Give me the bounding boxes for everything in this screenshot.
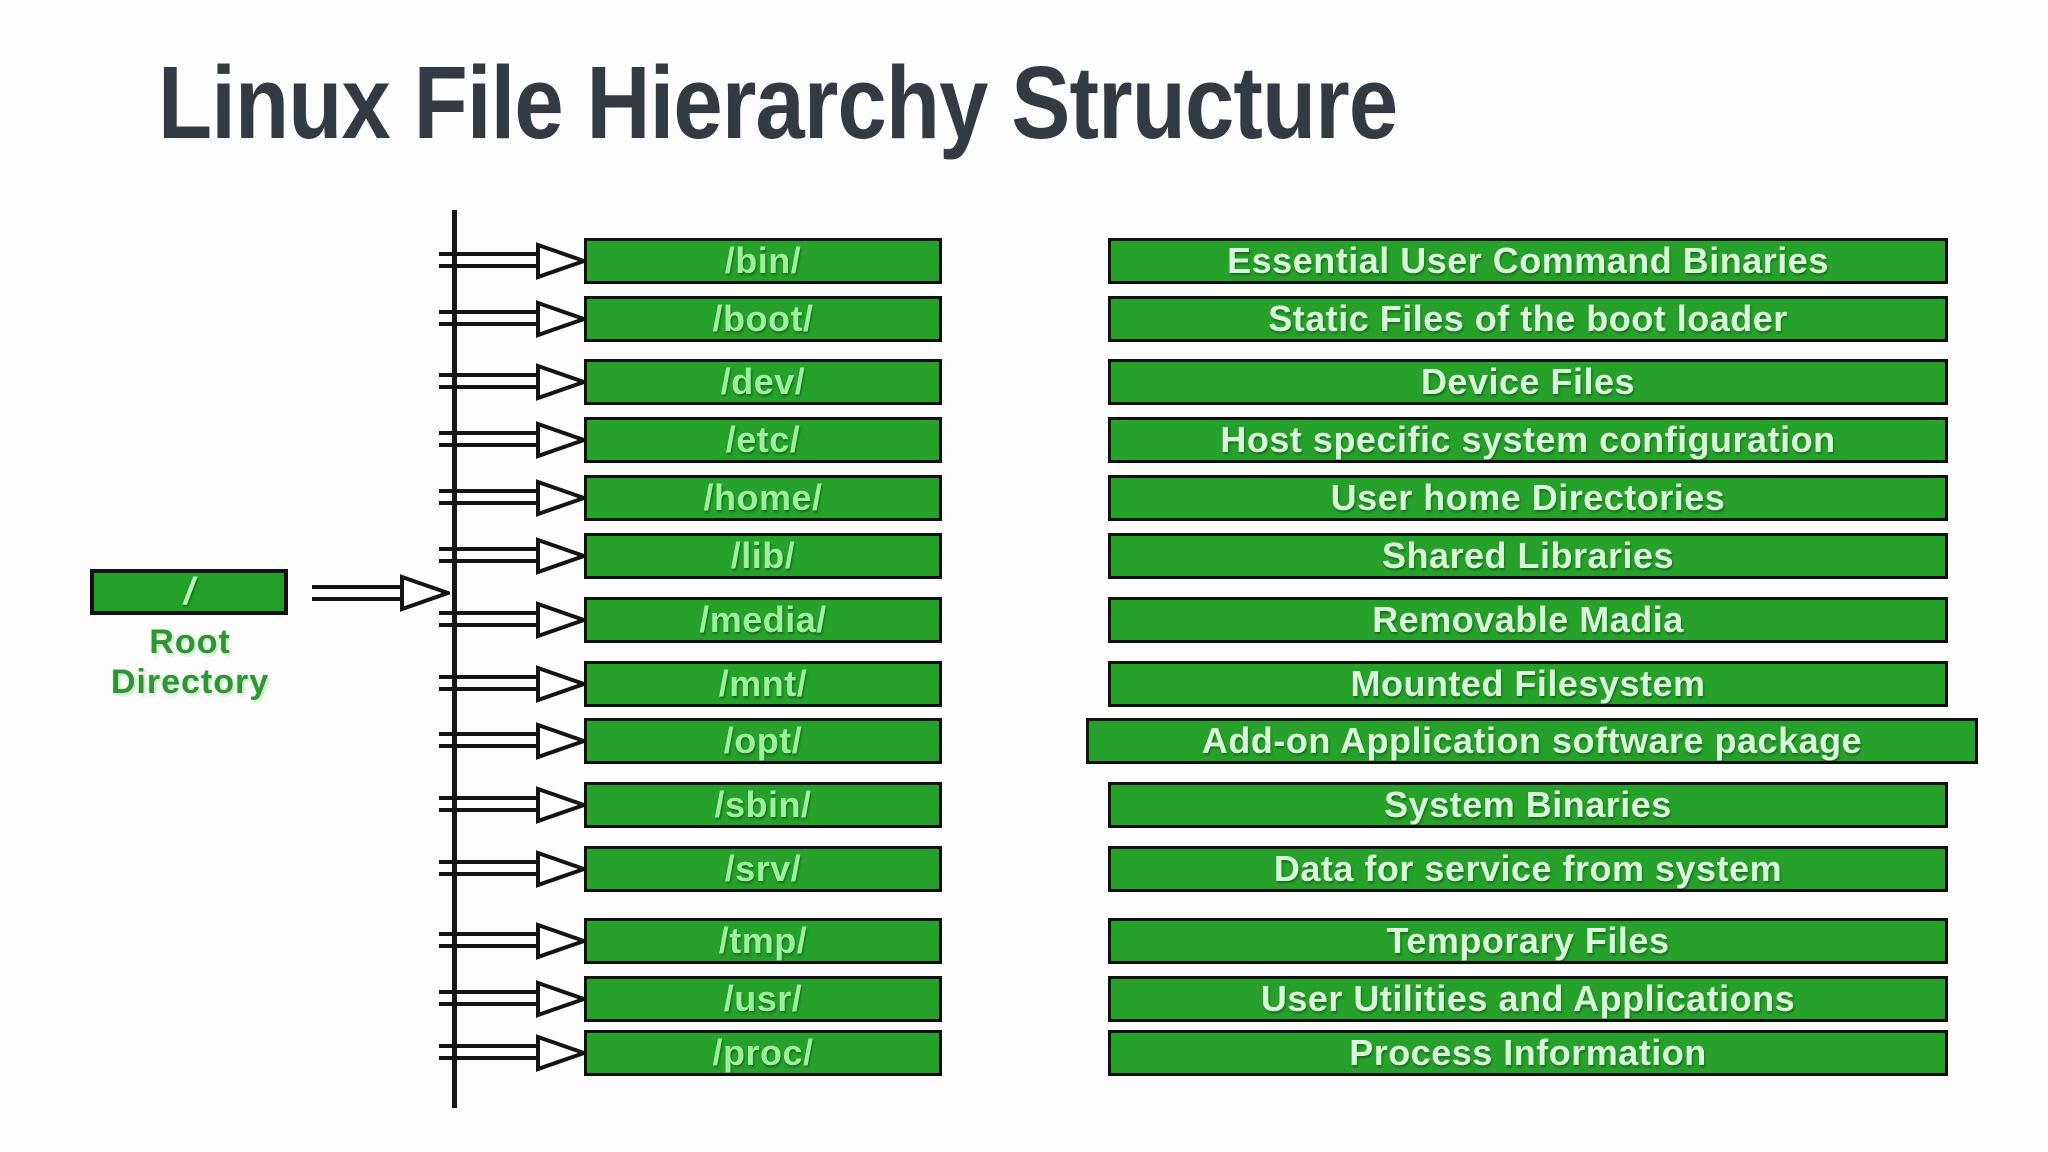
directory-box: /etc/	[584, 417, 942, 463]
description-box: Add-on Application software package	[1086, 718, 1978, 764]
branch-arrow-icon	[439, 421, 586, 459]
branch-arrow-icon	[439, 722, 586, 760]
description-box: System Binaries	[1108, 782, 1948, 828]
directory-box: /usr/	[584, 976, 942, 1022]
root-directory-label: /	[183, 570, 195, 613]
description-box: User Utilities and Applications	[1108, 976, 1948, 1022]
directory-box: /mnt/	[584, 661, 942, 707]
branch-arrow-icon	[439, 363, 586, 401]
branch-arrow-icon	[439, 850, 586, 888]
fs-row-opt: /opt/ Add-on Application software packag…	[0, 718, 2048, 764]
branch-arrow-icon	[439, 300, 586, 338]
fs-row-tmp: /tmp/ Temporary Files	[0, 918, 2048, 964]
branch-arrow-icon	[439, 537, 586, 575]
fs-row-usr: /usr/ User Utilities and Applications	[0, 976, 2048, 1022]
fs-row-mnt: /mnt/ Mounted Filesystem	[0, 661, 2048, 707]
directory-box: /boot/	[584, 296, 942, 342]
description-box: Process Information	[1108, 1030, 1948, 1076]
description-box: Static Files of the boot loader	[1108, 296, 1948, 342]
description-box: Shared Libraries	[1108, 533, 1948, 579]
description-box: User home Directories	[1108, 475, 1948, 521]
fs-row-media: /media/ Removable Madia	[0, 597, 2048, 643]
fs-row-home: /home/ User home Directories	[0, 475, 2048, 521]
fs-row-srv: /srv/ Data for service from system	[0, 846, 2048, 892]
description-box: Mounted Filesystem	[1108, 661, 1948, 707]
directory-box: /lib/	[584, 533, 942, 579]
branch-arrow-icon	[439, 665, 586, 703]
fs-row-boot: /boot/ Static Files of the boot loader	[0, 296, 2048, 342]
directory-box: /srv/	[584, 846, 942, 892]
branch-arrow-icon	[439, 922, 586, 960]
branch-arrow-icon	[439, 786, 586, 824]
root-directory-box: /	[90, 569, 288, 615]
branch-arrow-icon	[439, 980, 586, 1018]
branch-arrow-icon	[439, 479, 586, 517]
branch-arrow-icon	[439, 242, 586, 280]
description-box: Temporary Files	[1108, 918, 1948, 964]
fs-row-lib: /lib/ Shared Libraries	[0, 533, 2048, 579]
directory-box: /media/	[584, 597, 942, 643]
directory-box: /proc/	[584, 1030, 942, 1076]
directory-box: /opt/	[584, 718, 942, 764]
directory-box: /bin/	[584, 238, 942, 284]
fs-row-proc: /proc/ Process Information	[0, 1030, 2048, 1076]
root-arrow-icon	[312, 574, 450, 612]
fs-row-bin: /bin/ Essential User Command Binaries	[0, 238, 2048, 284]
fs-row-etc: /etc/ Host specific system configuration	[0, 417, 2048, 463]
branch-arrow-icon	[439, 1034, 586, 1072]
directory-box: /sbin/	[584, 782, 942, 828]
directory-box: /home/	[584, 475, 942, 521]
diagram-title: Linux File Hierarchy Structure	[158, 45, 1398, 160]
description-box: Essential User Command Binaries	[1108, 238, 1948, 284]
root-directory-caption: Root Directory	[110, 623, 270, 702]
description-box: Data for service from system	[1108, 846, 1948, 892]
description-box: Device Files	[1108, 359, 1948, 405]
description-box: Removable Madia	[1108, 597, 1948, 643]
directory-box: /tmp/	[584, 918, 942, 964]
fs-row-dev: /dev/ Device Files	[0, 359, 2048, 405]
branch-arrow-icon	[439, 601, 586, 639]
trunk-line	[452, 210, 457, 1108]
description-box: Host specific system configuration	[1108, 417, 1948, 463]
directory-box: /dev/	[584, 359, 942, 405]
fs-row-sbin: /sbin/ System Binaries	[0, 782, 2048, 828]
